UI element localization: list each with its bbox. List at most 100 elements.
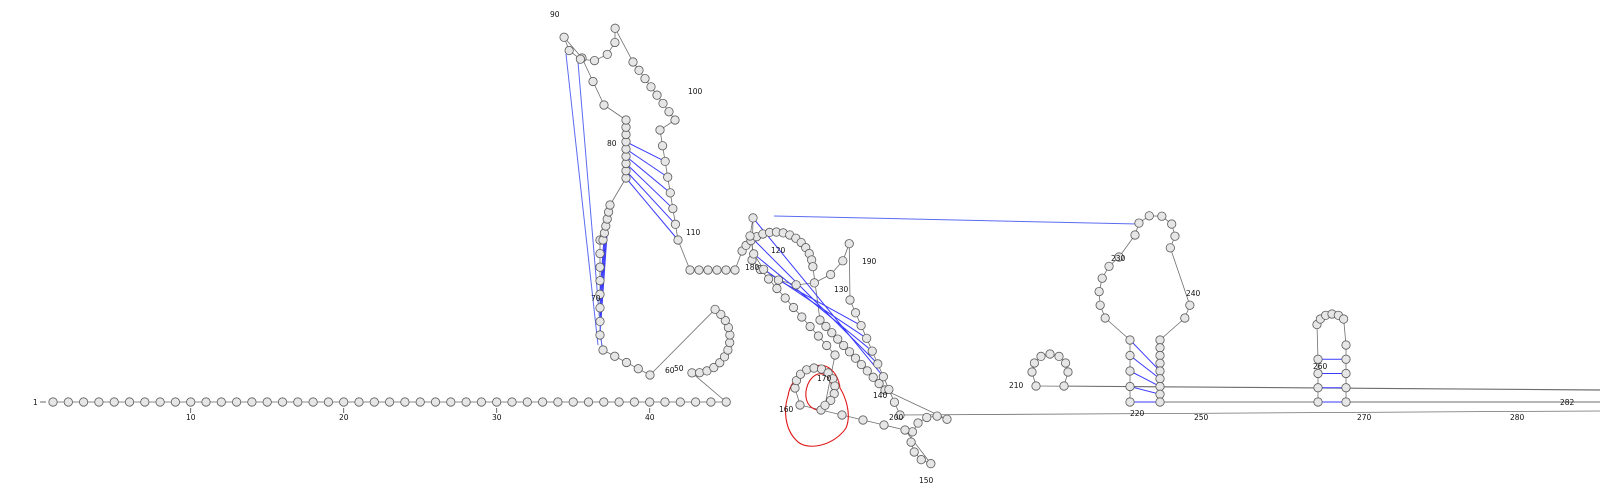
nucleotide <box>461 397 471 407</box>
nucleotide <box>1063 367 1073 377</box>
nucleotide <box>634 65 644 75</box>
nucleotide <box>610 23 620 33</box>
label-80: 80 <box>607 139 617 148</box>
base-pair <box>625 155 671 194</box>
nucleotide <box>605 200 615 210</box>
backbone-segment <box>1159 317 1186 341</box>
label-140: 140 <box>873 391 888 400</box>
nucleotide <box>1157 211 1167 221</box>
backbone-segment <box>609 177 627 206</box>
nucleotide <box>201 397 211 407</box>
nucleotide <box>926 459 936 469</box>
backbone-segment <box>677 239 691 271</box>
nucleotide <box>614 397 624 407</box>
nucleotide <box>492 397 502 407</box>
nucleotide <box>1036 351 1046 362</box>
nucleotide <box>1125 381 1135 392</box>
nucleotide <box>595 289 605 299</box>
nucleotide <box>813 331 824 341</box>
nucleotide <box>1104 261 1114 271</box>
nucleotide <box>595 276 605 286</box>
nucleotide <box>1125 335 1135 345</box>
label-40: 40 <box>645 413 655 422</box>
nucleotide <box>575 54 586 64</box>
nucleotide <box>858 415 868 425</box>
nucleotide <box>323 397 333 407</box>
nucleotide <box>1134 218 1144 228</box>
pseudoknot-link <box>773 215 1139 225</box>
nucleotide <box>823 368 833 378</box>
label-20: 20 <box>339 413 349 422</box>
nucleotide <box>186 397 196 407</box>
nucleotide <box>664 107 674 117</box>
nucleotide <box>1125 350 1135 361</box>
nucleotide <box>772 283 782 294</box>
nucleotide <box>1095 300 1105 310</box>
label-110: 110 <box>686 228 701 237</box>
base-pair <box>625 177 679 241</box>
label-30: 30 <box>492 413 502 422</box>
base-pairs <box>565 53 1346 403</box>
label-220: 220 <box>1130 409 1145 418</box>
base-pair <box>625 148 668 178</box>
nucleotide <box>809 278 819 288</box>
nucleotide <box>884 384 894 395</box>
nucleotide <box>599 100 609 110</box>
nucleotide <box>725 330 735 340</box>
nucleotide <box>170 397 180 407</box>
nucleotide <box>790 383 800 393</box>
backbone-segment <box>1169 247 1191 306</box>
nucleotide <box>384 397 395 407</box>
nucleotide <box>657 141 668 151</box>
nucleotides <box>48 23 1351 469</box>
nucleotide <box>1341 354 1351 364</box>
nucleotide <box>759 264 769 274</box>
nucleotide <box>1155 358 1165 368</box>
nucleotide <box>838 256 848 266</box>
nucleotide <box>1059 381 1069 391</box>
label-130: 130 <box>834 285 849 294</box>
nucleotide <box>595 316 605 327</box>
nucleotide <box>856 320 866 331</box>
nucleotide <box>690 397 701 407</box>
nucleotide <box>668 203 678 214</box>
nucleotide <box>795 400 805 410</box>
nucleotide <box>670 219 681 229</box>
nucleotide <box>808 262 818 272</box>
nucleotide <box>155 397 165 407</box>
nucleotide <box>830 350 840 360</box>
nucleotide <box>909 447 919 457</box>
nucleotide <box>889 397 900 407</box>
nucleotide <box>820 400 830 410</box>
pseudoknot-link <box>565 53 599 346</box>
nucleotide <box>476 397 486 407</box>
nucleotide <box>879 420 889 430</box>
nucleotide <box>1045 349 1055 359</box>
nucleotide <box>1341 383 1351 393</box>
nucleotide <box>354 397 364 407</box>
nucleotide <box>109 397 119 407</box>
nucleotide <box>815 315 825 325</box>
nucleotide <box>1313 354 1323 364</box>
nucleotide <box>716 309 726 319</box>
base-pair <box>778 279 862 326</box>
nucleotide <box>79 397 89 407</box>
label-60: 60 <box>665 366 675 375</box>
label-160: 160 <box>779 405 794 414</box>
nucleotide <box>564 45 574 56</box>
nucleotide <box>830 381 840 391</box>
nucleotide <box>878 372 888 382</box>
nucleotide <box>262 397 272 407</box>
nucleotide <box>1155 343 1165 353</box>
nucleotide <box>1313 383 1323 393</box>
label-150: 150 <box>919 476 934 484</box>
nucleotide <box>1167 219 1177 229</box>
nucleotide <box>589 56 600 66</box>
nucleotide <box>703 265 713 275</box>
nucleotide <box>721 397 731 407</box>
label-1: 1 <box>33 398 38 407</box>
backbone-segment <box>899 410 1600 416</box>
nucleotide <box>827 328 837 338</box>
nucleotide <box>922 412 932 423</box>
nucleotide <box>839 340 849 351</box>
